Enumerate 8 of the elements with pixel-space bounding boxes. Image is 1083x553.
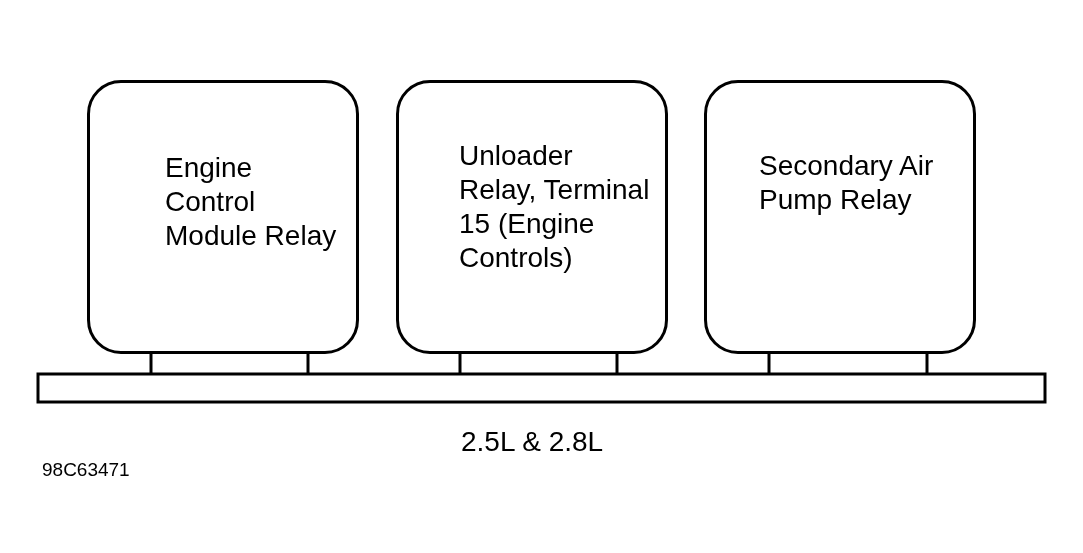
relay-name: Unloader Relay, Terminal 15 (Engine Controls) xyxy=(459,139,651,275)
caption: 2.5L & 2.8L xyxy=(461,426,604,458)
figure-number: 98C63471 xyxy=(42,459,130,481)
relay-name: Engine Control Module Relay xyxy=(165,151,338,253)
relay-box xyxy=(396,80,668,354)
relay-box xyxy=(87,80,359,354)
relay-box xyxy=(704,80,976,354)
relay-name: Secondary Air Pump Relay xyxy=(759,149,935,217)
